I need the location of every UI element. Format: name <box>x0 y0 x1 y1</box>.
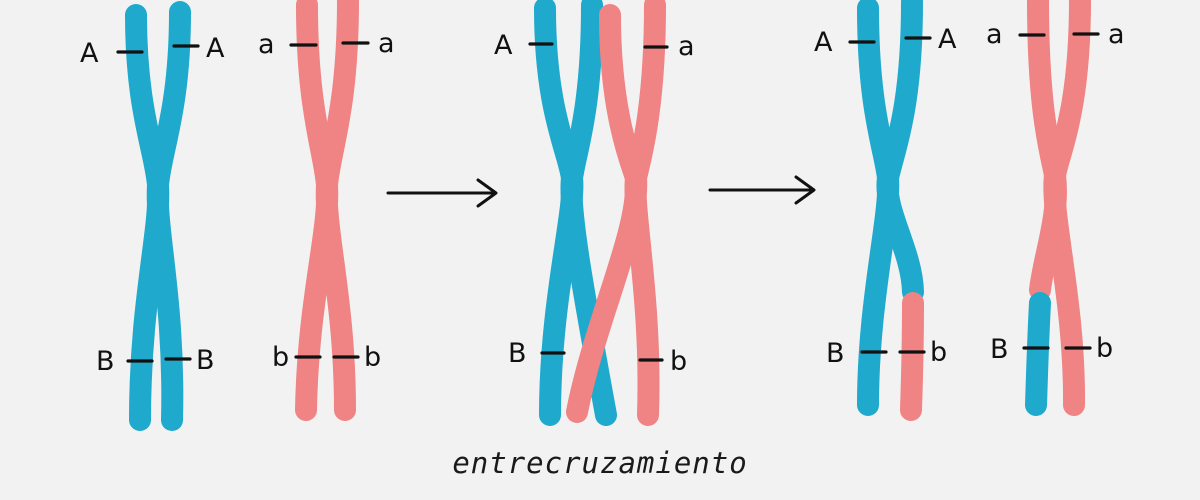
pink-chromatid-left-recombinant <box>1038 0 1056 290</box>
allele-label-A: A <box>938 24 957 55</box>
allele-label-B: B <box>826 338 845 369</box>
allele-label-B: B <box>196 345 215 376</box>
allele-label-A: A <box>814 27 833 58</box>
allele-label-B: B <box>96 346 115 377</box>
diagram-caption: entrecruzamiento <box>0 446 1200 480</box>
allele-label-b: b <box>670 346 687 377</box>
arrow-right-icon <box>388 180 496 206</box>
blue-segment-recombinant <box>1036 303 1040 405</box>
allele-label-a: a <box>378 28 395 59</box>
allele-label-a: a <box>678 31 695 62</box>
allele-label-B: B <box>508 338 527 369</box>
stage-2-crossing-over: A a B b <box>494 5 695 415</box>
arrow-right-icon <box>710 177 814 203</box>
pink-chromatid-right <box>327 0 348 410</box>
allele-label-a: a <box>986 19 1003 50</box>
allele-label-b: b <box>364 342 381 373</box>
allele-label-b: b <box>930 337 947 368</box>
allele-label-a: a <box>1108 19 1125 50</box>
stage-1-homologous-pair: A A a a B B b b <box>80 0 395 420</box>
allele-label-A: A <box>80 38 99 69</box>
allele-label-a: a <box>258 29 275 60</box>
allele-label-A: A <box>494 30 513 61</box>
allele-label-A: A <box>206 33 225 64</box>
allele-label-B: B <box>990 334 1009 365</box>
allele-label-b: b <box>1096 333 1113 364</box>
pink-segment-recombinant <box>911 303 913 410</box>
stage-3-recombinants: A A a a B b B b <box>814 0 1125 410</box>
allele-label-b: b <box>272 342 289 373</box>
